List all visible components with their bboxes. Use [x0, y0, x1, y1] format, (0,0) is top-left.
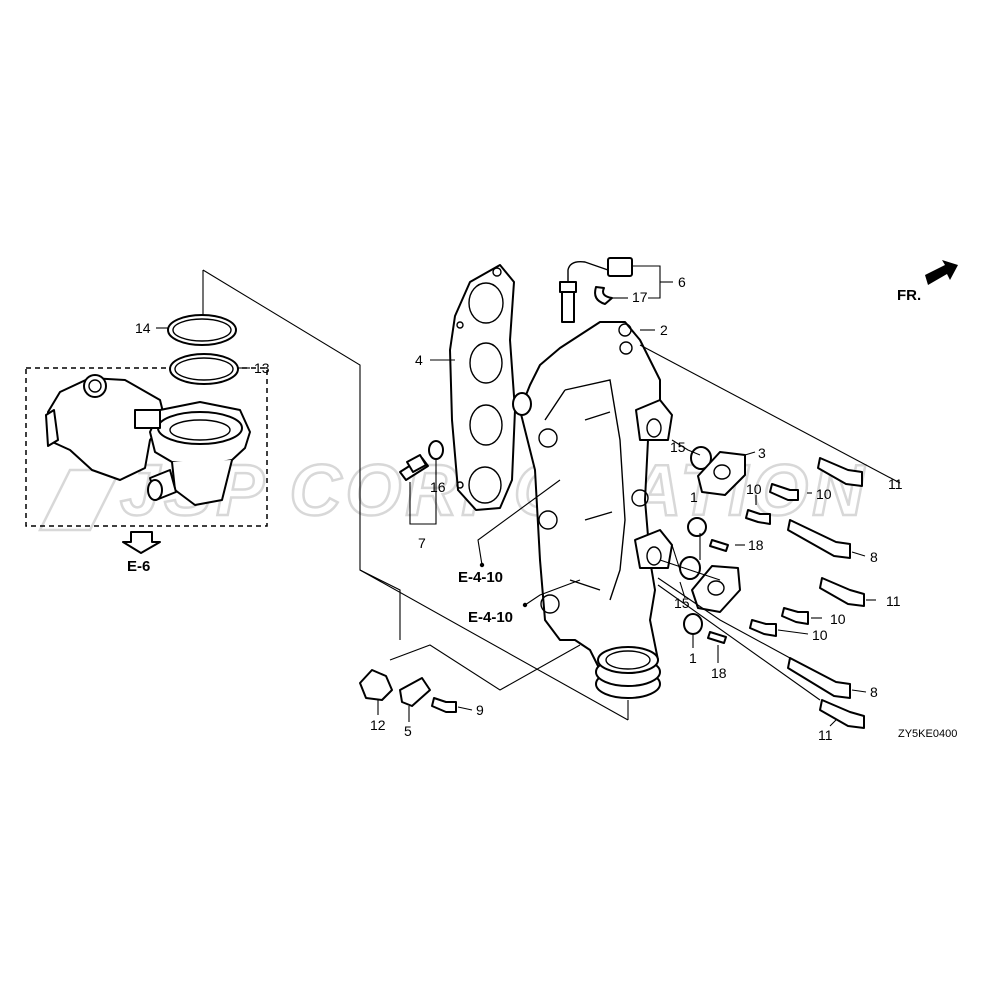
bolt-8-b — [787, 657, 851, 699]
front-label: FR. — [897, 287, 921, 304]
stud-bolt-part — [399, 454, 429, 481]
callout-11-c: 11 — [818, 727, 833, 743]
callout-10-b: 10 — [816, 486, 832, 502]
thermostat-group-box — [25, 367, 268, 527]
callout-leaders — [156, 265, 901, 727]
callout-12: 12 — [370, 717, 386, 733]
front-direction-indicator: FR. — [897, 260, 958, 304]
callout-5: 5 — [404, 723, 412, 739]
callout-9: 9 — [476, 702, 484, 718]
oxygen-sensor-part — [559, 257, 633, 323]
callout-14: 14 — [135, 320, 151, 336]
callout-16: 16 — [430, 479, 446, 495]
dowel-pin-1-lower — [683, 613, 703, 635]
reference-e4-10-lower: E-4-10 — [468, 609, 513, 626]
thermostat-cover-part — [45, 374, 251, 506]
bolt-10-c — [781, 607, 809, 625]
bolt-18-lower — [707, 631, 727, 644]
bolt-9 — [431, 697, 457, 713]
exhaust-manifold-part — [512, 321, 673, 699]
plate-5 — [399, 677, 431, 707]
reference-e4-10-upper: E-4-10 — [458, 569, 503, 586]
o-ring-14 — [167, 314, 237, 346]
washer-16 — [428, 440, 444, 460]
callout-13: 13 — [254, 360, 270, 376]
callout-15-lower: 15 — [674, 595, 690, 611]
callout-8-b: 8 — [870, 684, 878, 700]
leader-e410-upper — [477, 479, 561, 566]
leader-e410-lower — [524, 579, 581, 606]
dowel-pin-1-upper — [687, 517, 707, 537]
gasket-15-lower — [679, 556, 701, 580]
bolt-10-d — [749, 619, 777, 637]
bolt-10-b — [745, 509, 771, 525]
callout-8-a: 8 — [870, 549, 878, 565]
manifold-gasket-part — [449, 264, 516, 511]
leader-7 — [409, 470, 437, 525]
e6-arrow — [122, 531, 161, 554]
callout-10-c: 10 — [830, 611, 846, 627]
bolt-11-a — [817, 457, 863, 487]
front-arrow-icon — [925, 260, 958, 285]
callout-18-lower: 18 — [711, 665, 727, 681]
assembly-lines — [202, 269, 629, 721]
callout-11-b: 11 — [886, 593, 901, 609]
bolt-10-a — [769, 483, 799, 501]
callout-1-lower: 1 — [689, 650, 697, 666]
bolt-18-upper — [709, 539, 729, 552]
callout-4: 4 — [415, 352, 423, 368]
callout-2: 2 — [660, 322, 668, 338]
callout-18-upper: 18 — [748, 537, 764, 553]
callout-15-upper: 15 — [670, 439, 686, 455]
callout-10-d: 10 — [812, 627, 828, 643]
callout-3: 3 — [758, 445, 766, 461]
cover-3-lower — [691, 565, 741, 613]
reference-e6: E-6 — [127, 558, 150, 575]
sensor-clip-17 — [594, 286, 613, 305]
callout-numbers: 14 13 4 2 6 17 16 7 15 3 10 10 11 1 18 8… — [135, 274, 903, 743]
callout-7: 7 — [418, 535, 426, 551]
callout-11-a: 11 — [888, 476, 903, 492]
callout-1-upper: 1 — [690, 489, 698, 505]
callout-6: 6 — [678, 274, 686, 290]
bracket-12 — [359, 669, 393, 701]
diagram-code: ZY5KE0400 — [898, 728, 957, 740]
bolt-11-b — [819, 577, 865, 607]
callout-10-a: 10 — [746, 481, 762, 497]
o-ring-13 — [169, 353, 239, 385]
cover-3-upper — [697, 451, 746, 496]
bolt-11-c — [819, 699, 865, 729]
gasket-15-upper — [690, 446, 712, 470]
callout-17: 17 — [632, 289, 648, 305]
bolt-8-a — [787, 519, 851, 559]
